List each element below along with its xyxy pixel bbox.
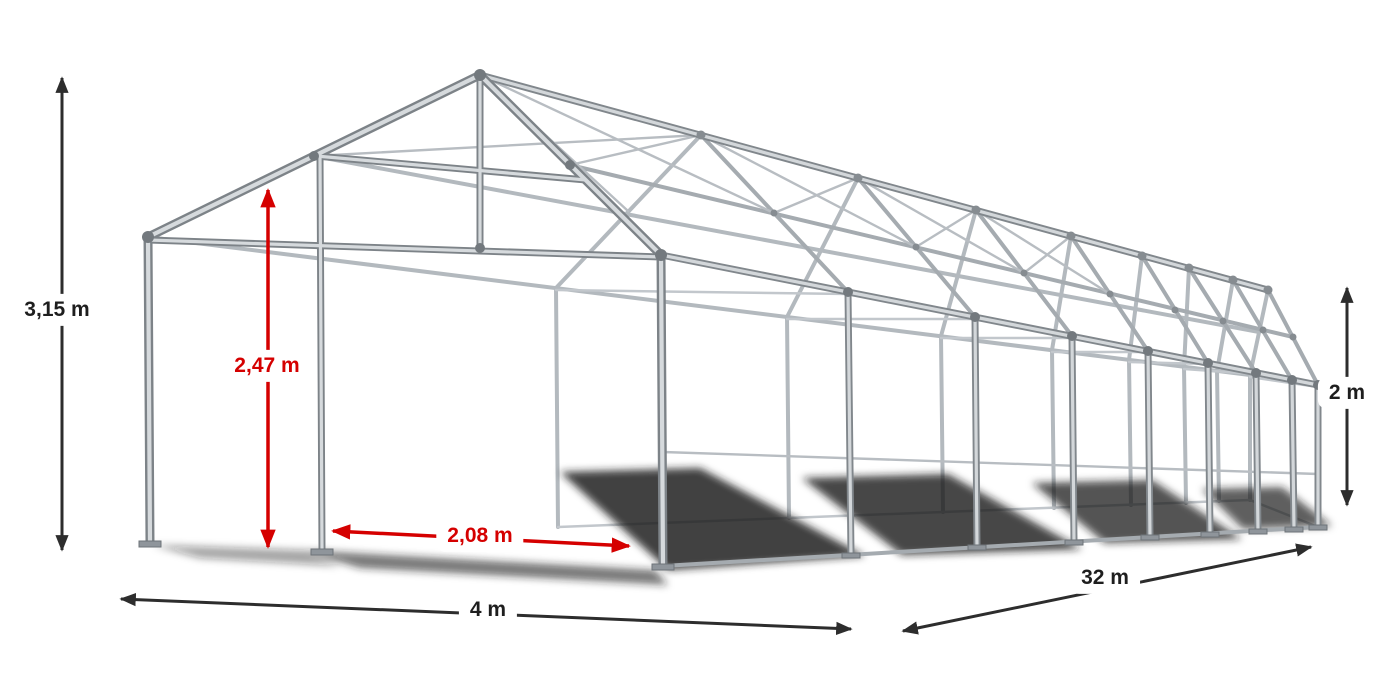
front-connector-fittings <box>142 69 667 261</box>
total-height-label: 3,15 m <box>13 293 101 327</box>
side-height-label: 2 m <box>1317 376 1377 410</box>
length-label: 32 m <box>1070 561 1140 595</box>
ground-shadows <box>152 468 1332 585</box>
side-connector-fittings <box>696 130 1323 390</box>
entrance-width-label: 2,08 m <box>436 519 524 553</box>
entrance-height-label: 2,47 m <box>223 349 311 383</box>
width-label: 4 m <box>458 593 518 627</box>
